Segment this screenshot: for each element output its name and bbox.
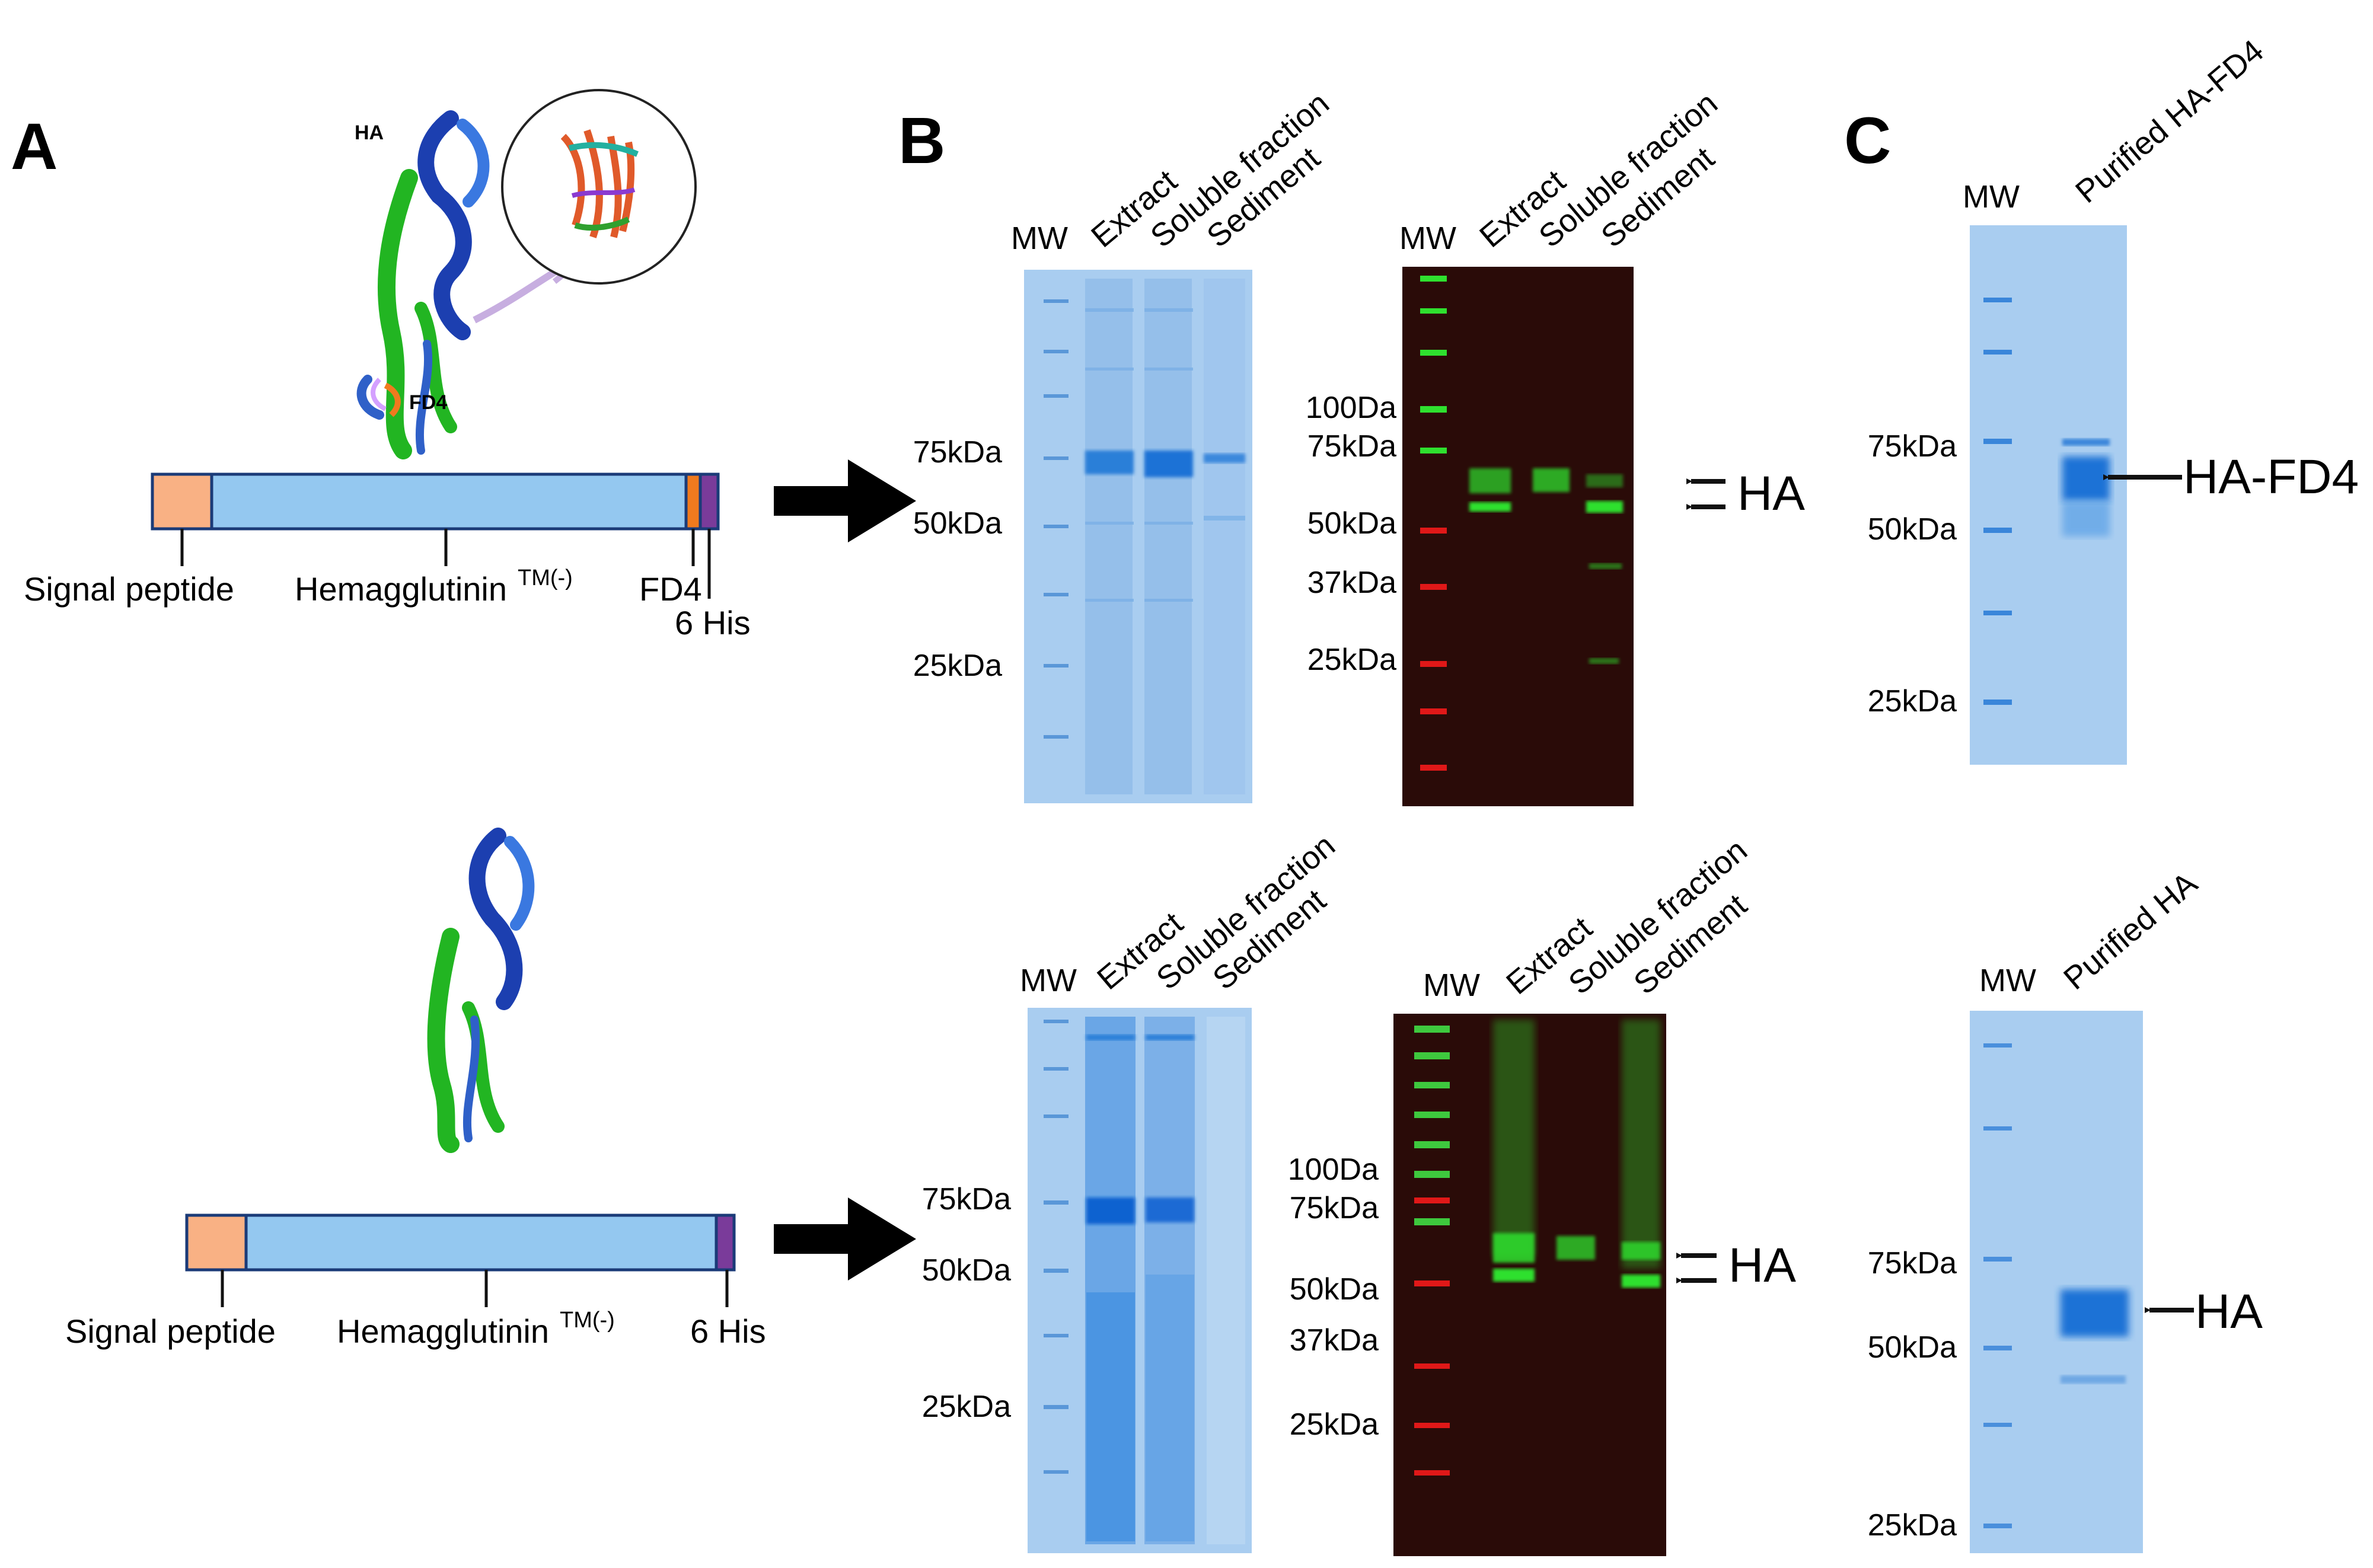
construct-label-fd4: FD4 [639, 570, 702, 608]
marker-label: 50kDa [1307, 506, 1396, 541]
marker-label: 50kDa [1290, 1272, 1379, 1307]
ha-structure-illustration [427, 828, 535, 1153]
construct-label-6his: 6 His [690, 1312, 766, 1350]
marker-label: 25kDa [1290, 1407, 1379, 1442]
marker-label: 37kDa [1290, 1323, 1379, 1358]
segment-6his [698, 472, 720, 531]
gel-coomassie-bottom [1028, 1008, 1252, 1553]
panel-letter-c: C [1844, 104, 1891, 177]
marker-label: 50kDa [922, 1253, 1011, 1288]
marker-label: 25kDa [1307, 643, 1396, 677]
label-fd4: FD4 [409, 391, 447, 414]
ha-fd4-structure-illustration [356, 89, 697, 459]
gel-purified-ha [1970, 1011, 2143, 1553]
lane-label: MW [1423, 967, 1480, 1003]
arrow-label-ha-fd4: HA-FD4 [2183, 450, 2359, 504]
segment-fd4 [684, 472, 702, 531]
label-ha: HA [355, 122, 384, 144]
marker-label: 25kDa [1868, 684, 1957, 718]
lane-label: MW [1399, 221, 1456, 256]
construct-ha [185, 1213, 736, 1307]
construct-label-signal-peptide: Signal peptide [65, 1312, 276, 1350]
construct-ha-fd4 [151, 472, 720, 599]
panel-letter-b: B [898, 104, 945, 177]
marker-label: 50kDa [913, 506, 1002, 541]
arrow-label-ha: HA [2195, 1285, 2263, 1339]
gel-coomassie-top [1024, 270, 1252, 803]
marker-label: 25kDa [922, 1390, 1011, 1424]
flow-arrow-icon [774, 1197, 916, 1280]
arrow-label-ha: HA [1728, 1238, 1796, 1292]
lane-label: MW [1011, 221, 1068, 256]
marker-label: 100Da [1306, 391, 1396, 425]
gel-western-bottom [1393, 1014, 1666, 1556]
marker-label: 25kDa [1868, 1508, 1957, 1543]
lane-label: Purified HA [2057, 866, 2204, 997]
gel-western-top [1402, 267, 1634, 806]
segment-6his [715, 1213, 736, 1272]
segment-hemagglutinin [210, 472, 688, 531]
panel-letter-a: A [11, 110, 58, 183]
segment-hemagglutinin [244, 1213, 718, 1272]
marker-label: 75kDa [1868, 1246, 1957, 1280]
marker-label: 100Da [1288, 1152, 1379, 1187]
lane-label: MW [1979, 963, 2036, 998]
marker-label: 75kDa [1307, 429, 1396, 464]
segment-signal-peptide [185, 1213, 248, 1272]
marker-label: 37kDa [1307, 566, 1396, 600]
marker-label: 50kDa [1868, 1330, 1957, 1365]
flow-arrow-icon [774, 459, 916, 542]
arrow-label-ha: HA [1737, 467, 1805, 520]
lane-label: MW [1963, 179, 2020, 215]
segment-signal-peptide [151, 472, 213, 531]
marker-label: 75kDa [913, 435, 1002, 470]
marker-label: 50kDa [1868, 512, 1957, 547]
marker-label: 75kDa [1868, 429, 1957, 464]
marker-label: 75kDa [922, 1182, 1011, 1216]
lane-label: MW [1020, 963, 1077, 998]
marker-label: 75kDa [1290, 1191, 1379, 1225]
construct-label-signal-peptide: Signal peptide [24, 570, 234, 608]
gel-purified-ha-fd4 [1970, 225, 2127, 765]
construct-label-6his: 6 His [675, 604, 751, 641]
marker-label: 25kDa [913, 649, 1002, 683]
lane-label: Purified HA-FD4 [2069, 33, 2270, 210]
